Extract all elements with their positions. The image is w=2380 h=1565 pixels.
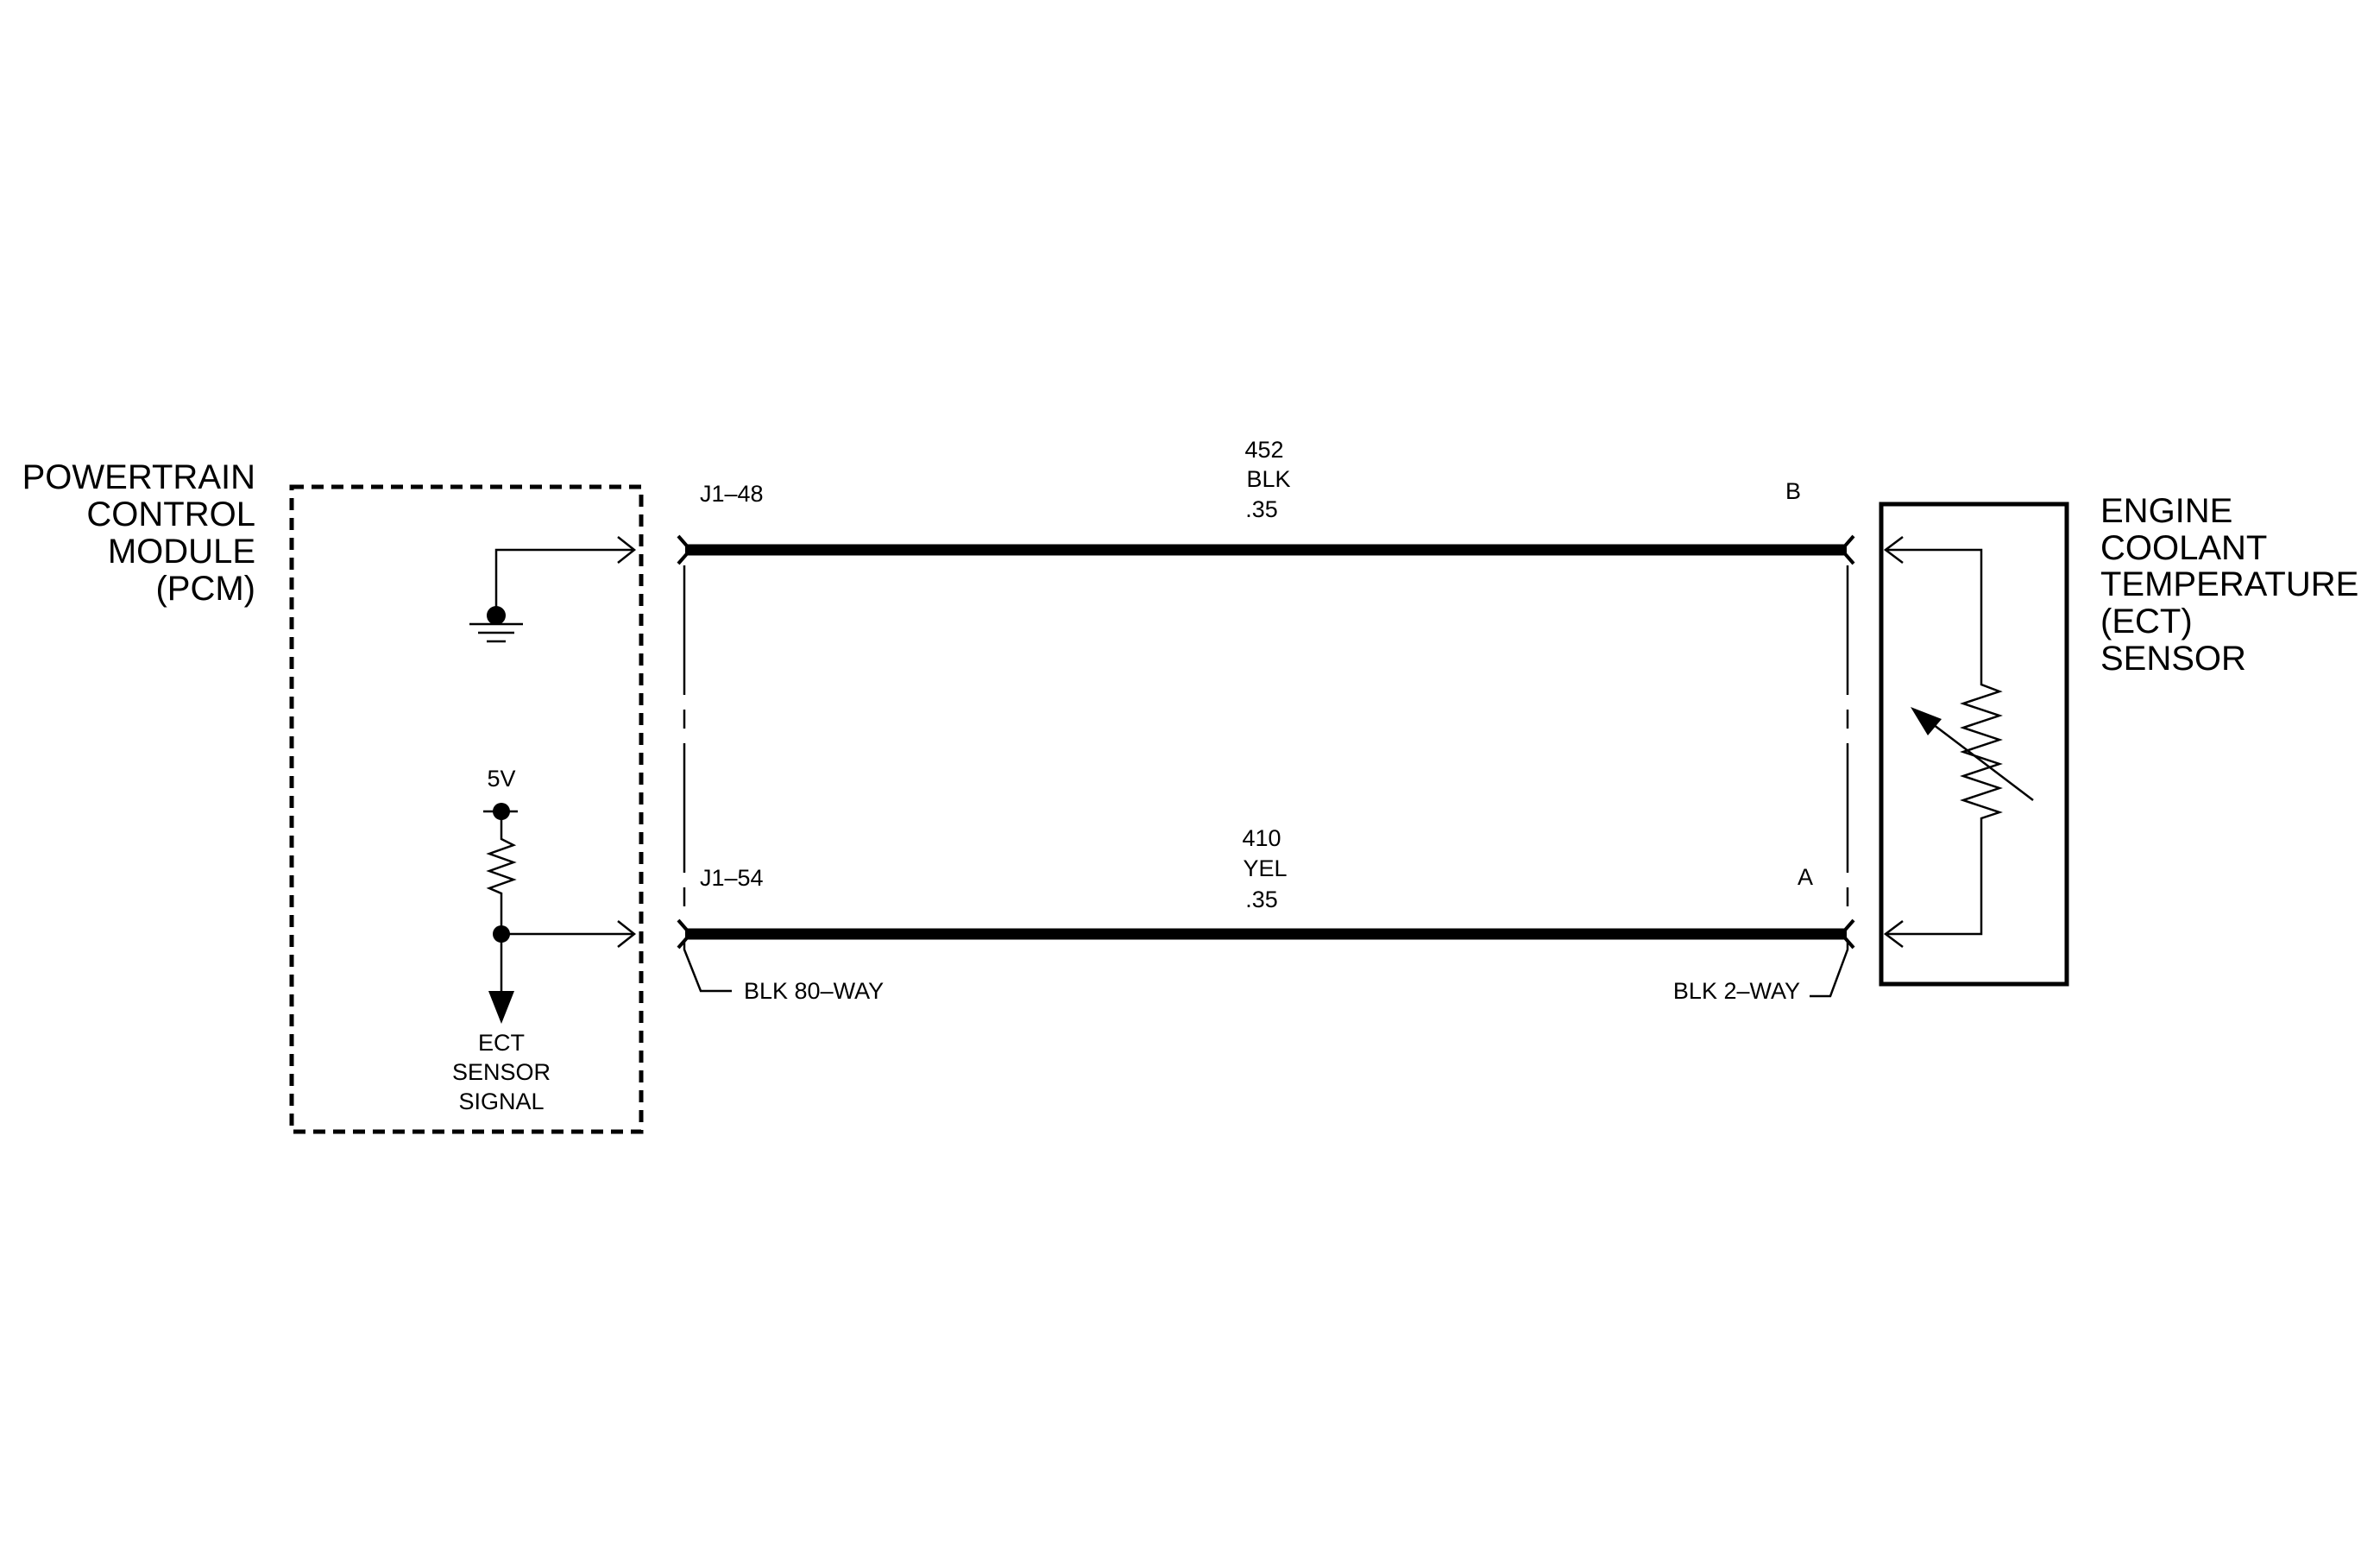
ground-icon <box>469 622 523 643</box>
wire-452: 452 BLK .35 J1–48 B <box>677 437 1855 565</box>
pcm-label-line-3: MODULE <box>108 533 255 571</box>
thermistor-icon <box>1960 678 2003 825</box>
ect-sensor-label: ENGINE COOLANT TEMPERATURE (ECT) SENSOR <box>2100 492 2358 678</box>
wire-452-pcm-terminal-icon <box>677 534 693 565</box>
ect-label-line-3: TEMPERATURE <box>2100 565 2358 603</box>
ect-label-line-2: COOLANT <box>2100 529 2267 567</box>
ground-feed-arrow-icon <box>617 536 637 564</box>
ect-label-line-4: (ECT) <box>2100 603 2193 641</box>
sensor-pin-a: A <box>1798 864 1813 890</box>
wire-452-gauge: .35 <box>1245 496 1278 522</box>
ect-sensor-internal <box>1883 536 2034 948</box>
ect-signal-label: ECT SENSOR SIGNAL <box>452 1030 551 1114</box>
ect-label-line-5: SENSOR <box>2100 640 2246 678</box>
pcm-label-line-1: POWERTRAIN <box>22 458 255 496</box>
pcm-module-box <box>289 484 644 1134</box>
variable-resistance-arrow-icon <box>1911 707 1942 735</box>
wire-410-sensor-terminal-icon <box>1839 918 1855 950</box>
pcm-connector-label: BLK 80–WAY <box>744 978 884 1004</box>
wire-410-pcm-terminal-icon <box>677 918 693 950</box>
wire-452-circuit-number: 452 <box>1244 437 1283 463</box>
supply-voltage-label: 5V <box>487 766 515 792</box>
signal-arrow-down-icon <box>488 991 514 1024</box>
pcm-ground-circuit <box>469 536 637 643</box>
wire-452-color: BLK <box>1246 466 1290 492</box>
pcm-connector: BLK 80–WAY <box>683 565 884 1004</box>
sensor-terminal-a-arrow-icon <box>1883 920 1904 948</box>
ground-node-dot <box>487 606 506 625</box>
ect-signal-label-line-3: SIGNAL <box>458 1089 544 1114</box>
sensor-pin-b: B <box>1785 478 1801 504</box>
sensor-connector-label: BLK 2–WAY <box>1673 978 1800 1004</box>
wire-410-gauge: .35 <box>1245 887 1278 912</box>
signal-feed-arrow-icon <box>617 920 637 948</box>
ect-sensor-box <box>1879 502 2069 987</box>
pcm-signal-circuit: 5V ECT SENSOR SIGNAL <box>452 766 637 1114</box>
ect-signal-label-line-2: SENSOR <box>452 1059 551 1085</box>
wire-452-sensor-terminal-icon <box>1839 534 1855 565</box>
sensor-terminal-b-arrow-icon <box>1883 536 1904 564</box>
pcm-label-line-2: CONTROL <box>86 495 255 533</box>
pullup-resistor-icon <box>486 811 517 934</box>
pcm-pin-j1-54: J1–54 <box>700 865 764 891</box>
ect-label-line-1: ENGINE <box>2100 492 2232 530</box>
ect-signal-label-line-1: ECT <box>478 1030 525 1056</box>
wire-410-circuit-number: 410 <box>1242 825 1281 851</box>
wire-410: 410 YEL .35 J1–54 A <box>677 825 1855 950</box>
sensor-connector: BLK 2–WAY <box>1673 565 1849 1004</box>
pcm-pin-j1-48: J1–48 <box>700 481 764 507</box>
pcm-label: POWERTRAIN CONTROL MODULE (PCM) <box>22 458 255 608</box>
wire-410-color: YEL <box>1243 855 1287 881</box>
pcm-label-line-4: (PCM) <box>155 570 255 608</box>
